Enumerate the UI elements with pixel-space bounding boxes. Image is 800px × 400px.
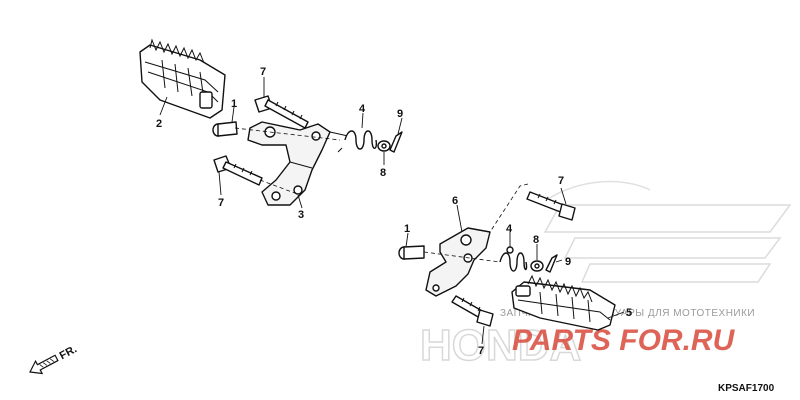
- front-arrow-icon: [29, 354, 59, 375]
- callout-7-left-top: 7: [260, 66, 266, 78]
- right-leaders: [405, 183, 625, 345]
- callout-7-right-bottom: 7: [478, 345, 484, 357]
- watermark-brand: PARTS FOR.RU: [512, 324, 736, 357]
- callout-8-left: 8: [380, 167, 386, 179]
- right-bolt-upper: [526, 191, 576, 221]
- right-pin: [398, 245, 425, 260]
- left-washer: [377, 140, 391, 152]
- honda-wing-logo: [539, 180, 792, 283]
- watermark-tagline: ЗАПЧАСТИ И АКСЕССУАРЫ ДЛЯ МОТОТЕХНИКИ: [500, 308, 755, 319]
- left-cotter-pin: [389, 131, 403, 153]
- left-pin: [212, 121, 238, 137]
- callout-1-left: 1: [231, 98, 237, 110]
- front-indicator-label: FR.: [58, 343, 79, 362]
- left-bracket: [247, 121, 331, 206]
- right-spring: [499, 246, 528, 272]
- left-footpeg: [139, 38, 226, 119]
- callout-4-left: 4: [359, 103, 366, 115]
- front-indicator: FR.: [29, 343, 79, 375]
- callout-1-right: 1: [404, 223, 410, 235]
- callout-9-right: 9: [565, 256, 571, 268]
- diagram-code: KPSAF1700: [718, 383, 775, 394]
- left-spring: [329, 130, 378, 153]
- callout-9-left: 9: [397, 108, 403, 120]
- callout-5-right: 5: [626, 307, 632, 319]
- right-footpeg: [511, 274, 616, 331]
- callout-3-left: 3: [298, 209, 304, 221]
- callout-4-right: 4: [506, 223, 513, 235]
- callout-6-right: 6: [452, 195, 458, 207]
- left-bolt-lower: [213, 155, 263, 186]
- right-washer: [530, 260, 544, 272]
- callout-8-right: 8: [533, 234, 539, 246]
- watermark: HONDA ЗАПЧАСТИ И АКСЕССУАРЫ ДЛЯ МОТОТЕХН…: [419, 180, 792, 371]
- callout-7-right-top: 7: [558, 175, 564, 187]
- right-bracket: [425, 227, 491, 297]
- left-leaders: [159, 77, 403, 209]
- watermark-logo-text: HONDA: [420, 321, 581, 370]
- callout-7-left-bottom: 7: [218, 197, 224, 209]
- callout-2-left: 2: [156, 118, 162, 130]
- right-bolt-lower: [451, 295, 494, 327]
- callout-labels: 1 2 3 4 7 7 8 9 1 4 5 6 7 7 8 9: [156, 66, 632, 357]
- left-bolt-upper: [254, 95, 309, 129]
- right-cotter-pin: [545, 254, 558, 273]
